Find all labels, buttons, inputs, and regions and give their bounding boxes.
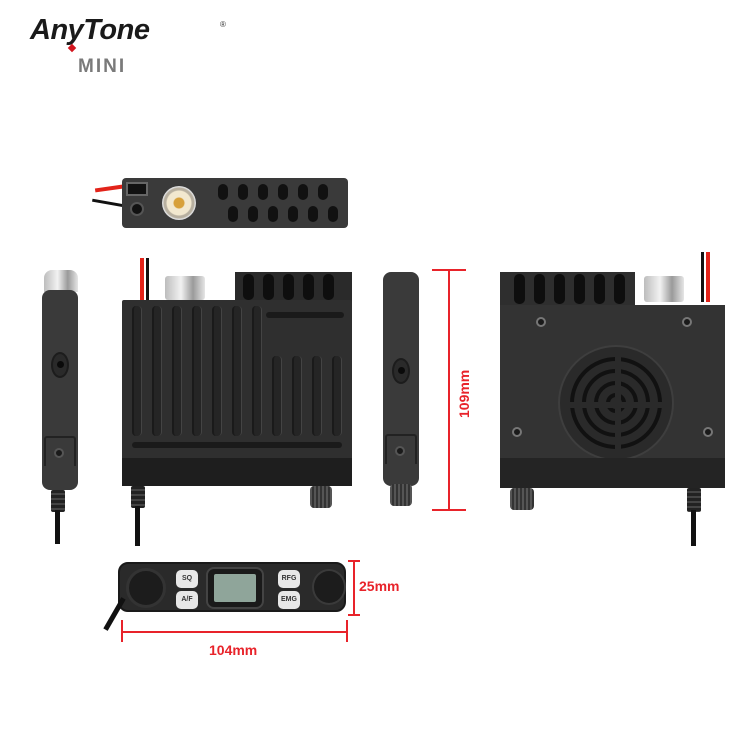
bottom-view — [500, 305, 725, 461]
dimension-line-depth — [448, 269, 450, 510]
dimension-line-height — [353, 560, 355, 616]
lcd-display — [214, 574, 256, 602]
brand-logo-text: AnyTone — [30, 14, 150, 46]
mount-hole-icon — [392, 358, 410, 384]
screw-icon — [682, 317, 692, 327]
mic-socket-icon — [126, 568, 166, 608]
mic-cable — [55, 510, 60, 544]
screw-icon — [512, 427, 522, 437]
dimension-tick-bottom — [348, 614, 360, 616]
bracket-clip — [44, 436, 76, 466]
dimension-tick-bottom — [432, 509, 466, 511]
bracket-clip — [385, 434, 417, 464]
volume-knob-icon — [312, 569, 346, 605]
mount-hole-icon — [51, 352, 69, 378]
screw-icon — [536, 317, 546, 327]
left-side-view — [42, 290, 78, 490]
power-wire-red — [706, 252, 710, 302]
antenna-connector-side — [44, 270, 78, 292]
front-panel-view: SQ A/F RFG EMG — [118, 562, 346, 612]
model-name: MINI — [78, 56, 127, 77]
registered-mark: ® — [220, 20, 226, 29]
dimension-label-depth: 109mm — [456, 369, 472, 418]
top-view-front-edge — [122, 458, 352, 486]
volume-knob-side — [390, 484, 412, 506]
dimension-line-width — [121, 631, 348, 633]
rfg-button: RFG — [278, 570, 300, 588]
volume-knob — [310, 486, 332, 508]
volume-knob — [510, 488, 534, 510]
antenna-connector — [165, 276, 205, 300]
screw-icon — [395, 446, 405, 456]
power-wire-black — [146, 258, 149, 300]
dimension-label-height: 25mm — [359, 578, 400, 594]
speaker-grille-icon — [558, 345, 674, 461]
rear-panel-view — [122, 178, 348, 228]
antenna-connector — [644, 276, 684, 302]
screw-icon — [703, 427, 713, 437]
power-wire-black — [701, 252, 704, 302]
mic-cable — [135, 506, 140, 546]
heatsink-bottom — [500, 272, 635, 307]
lcd-bezel — [206, 567, 264, 609]
sq-button: SQ — [176, 570, 198, 588]
mic-cable — [691, 510, 696, 546]
cable-strain-relief — [131, 486, 145, 508]
speaker-jack-icon — [130, 202, 144, 216]
brand-logo: AnyTone ® — [30, 14, 240, 54]
dimension-tick-right — [346, 620, 348, 642]
af-button: A/F — [176, 591, 198, 609]
cable-strain-relief — [687, 488, 701, 512]
emg-button: EMG — [278, 591, 300, 609]
power-wire-red — [140, 258, 144, 300]
antenna-connector-icon — [162, 186, 196, 220]
power-plug — [126, 182, 148, 196]
bottom-view-front-edge — [500, 458, 725, 488]
heatsink-fins — [214, 182, 344, 224]
cable-strain-relief — [51, 490, 65, 512]
heatsink-top — [235, 272, 352, 302]
dimension-label-width: 104mm — [209, 642, 258, 658]
top-view — [122, 300, 352, 465]
right-side-view — [383, 272, 419, 486]
screw-icon — [54, 448, 64, 458]
